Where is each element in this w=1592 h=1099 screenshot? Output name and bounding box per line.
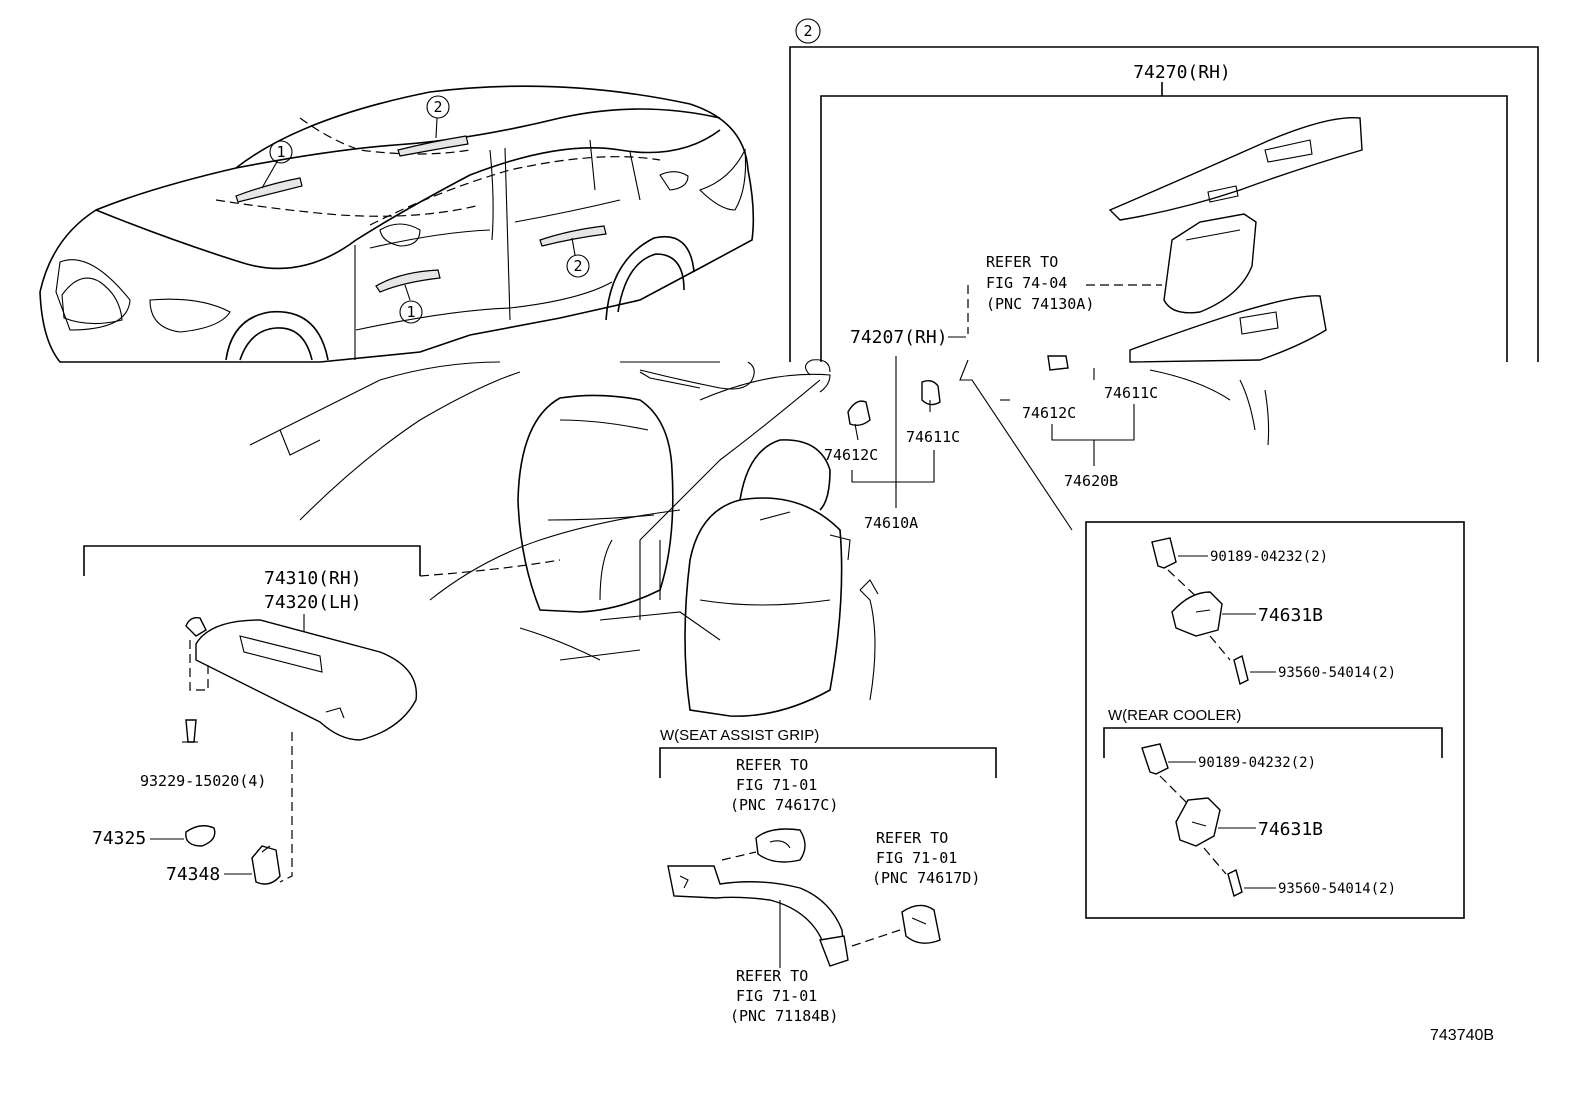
- assist-grip-rh-part: [1108, 116, 1363, 363]
- svg-text:1: 1: [406, 303, 415, 321]
- label-74207: 74207(RH): [850, 327, 948, 348]
- label-74610a: 74610A: [864, 514, 918, 532]
- svg-text:74631B: 74631B: [1258, 605, 1323, 626]
- svg-text:74348: 74348: [166, 864, 220, 885]
- callout-1-door: 1: [399, 300, 423, 324]
- svg-text:FIG 71-01: FIG 71-01: [876, 849, 957, 867]
- svg-text:REFER TO: REFER TO: [736, 756, 808, 774]
- svg-text:90189-04232(2): 90189-04232(2): [1210, 549, 1328, 565]
- svg-text:(PNC 74617C): (PNC 74617C): [730, 796, 838, 814]
- svg-text:FIG 74-04: FIG 74-04: [986, 274, 1067, 292]
- detail-frame-2: 2: [789, 18, 1539, 362]
- svg-text:FIG 71-01: FIG 71-01: [736, 987, 817, 1005]
- callout-2-roof: 2: [426, 95, 450, 119]
- callout-1-top: 1: [269, 140, 293, 164]
- svg-text:74631B: 74631B: [1258, 819, 1323, 840]
- clip-74612c: [847, 400, 871, 441]
- svg-text:W(REAR COOLER): W(REAR COOLER): [1108, 707, 1241, 724]
- ref-fig-74-04: REFER TO FIG 74-04 (PNC 74130A): [967, 253, 1162, 334]
- interior-illustration: [249, 359, 1270, 717]
- label-74612c-b: 74612C: [1022, 404, 1076, 422]
- clip-detail-box: 90189-04232(2) 74631B 93560-54014(2) W(R…: [1085, 521, 1465, 919]
- svg-text:74310(RH): 74310(RH): [264, 568, 362, 589]
- svg-text:FIG 71-01: FIG 71-01: [736, 776, 817, 794]
- svg-text:93229-15020(4): 93229-15020(4): [140, 772, 266, 790]
- sun-visor-group: 74310(RH) 74320(LH) 93229-15020(4) 74325…: [83, 545, 561, 885]
- svg-text:REFER TO: REFER TO: [736, 967, 808, 985]
- svg-text:2: 2: [433, 98, 442, 116]
- clip-74612c-rear: [1047, 355, 1069, 371]
- label-74620b: 74620B: [1064, 472, 1118, 490]
- callout-2-door: 2: [566, 254, 590, 278]
- svg-text:2: 2: [573, 257, 582, 275]
- svg-text:93560-54014(2): 93560-54014(2): [1278, 665, 1396, 681]
- svg-text:93560-54014(2): 93560-54014(2): [1278, 881, 1396, 897]
- svg-text:74320(LH): 74320(LH): [264, 592, 362, 613]
- svg-text:REFER TO: REFER TO: [876, 829, 948, 847]
- seat-assist-grip-group: W(SEAT ASSIST GRIP) REFER TO FIG 71-01 (…: [659, 727, 997, 1025]
- diagram-code: 743740B: [1430, 1027, 1494, 1044]
- svg-text:74325: 74325: [92, 828, 146, 849]
- svg-text:1: 1: [276, 143, 285, 161]
- svg-text:W(SEAT ASSIST GRIP): W(SEAT ASSIST GRIP): [660, 727, 819, 744]
- svg-text:(PNC 71184B): (PNC 71184B): [730, 1007, 838, 1025]
- svg-text:(PNC 74130A): (PNC 74130A): [986, 295, 1094, 313]
- label-74270: 74270(RH): [1133, 62, 1231, 83]
- svg-text:2: 2: [803, 22, 812, 40]
- car-illustration: [39, 85, 755, 363]
- clip-74611c: [921, 379, 941, 412]
- svg-text:REFER TO: REFER TO: [986, 253, 1058, 271]
- label-74611c-b: 74611C: [1104, 384, 1158, 402]
- svg-text:(PNC 74617D): (PNC 74617D): [872, 869, 980, 887]
- svg-text:90189-04232(2): 90189-04232(2): [1198, 755, 1316, 771]
- label-74612c-a: 74612C: [824, 446, 878, 464]
- label-74611c-a: 74611C: [906, 428, 960, 446]
